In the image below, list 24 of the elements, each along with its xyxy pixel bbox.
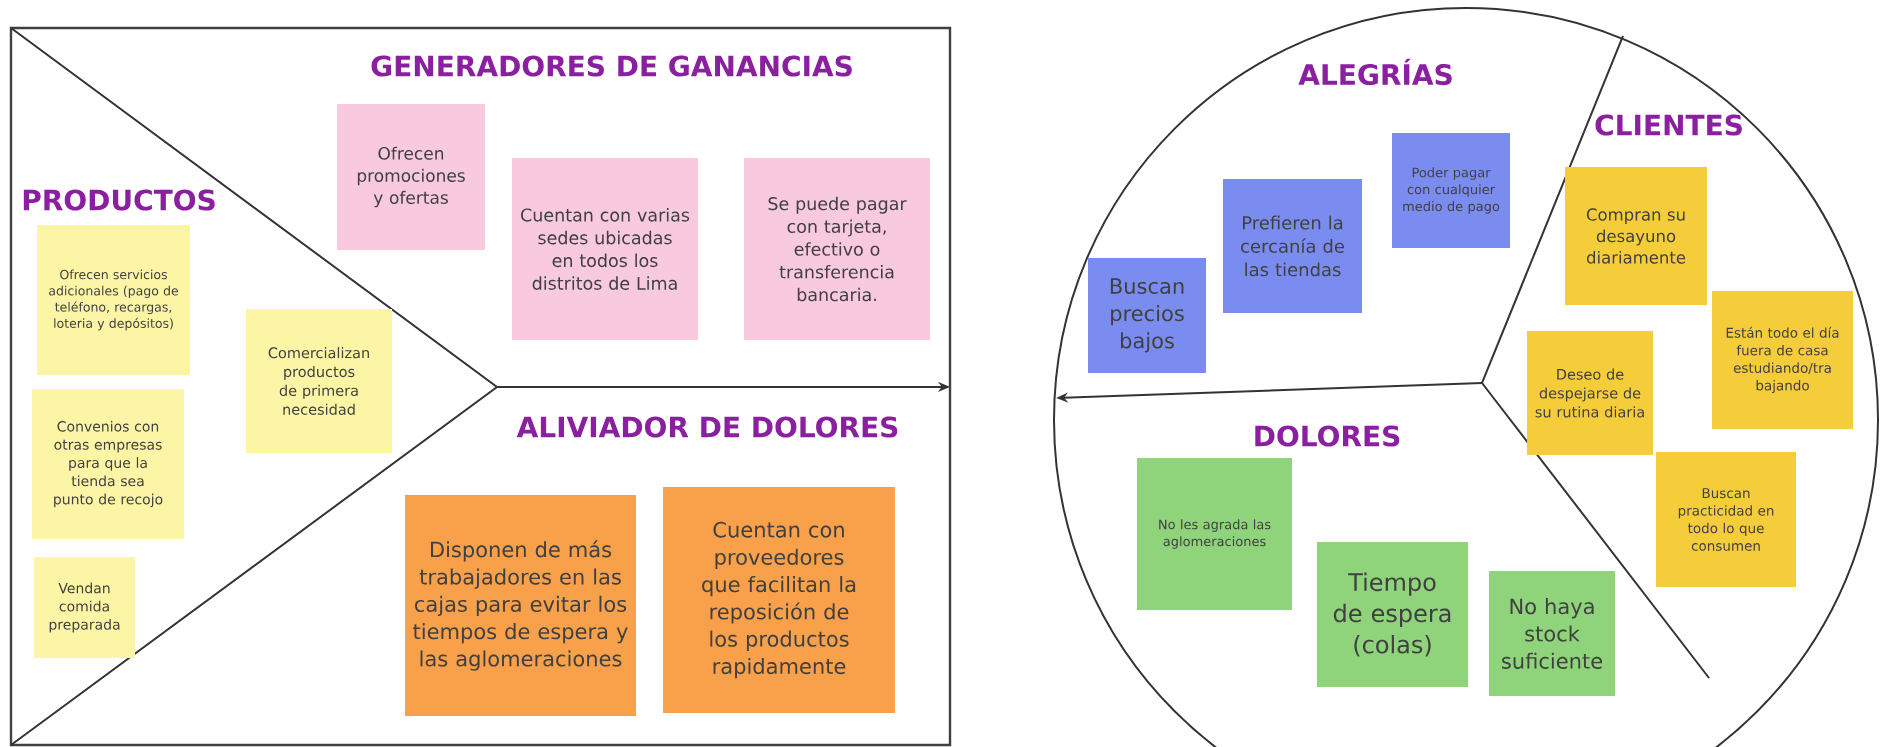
sticky-note: Disponen de más trabajadores en las cajas para evitar los tiempos de espera y las aglomeraciones [405,495,636,716]
sticky-note: Cuentan con proveedores que facilitan la reposición de los productos rapidamente [663,487,895,713]
sticky-note: Están todo el día fuera de casa estudiando/tra bajando [1712,291,1853,429]
sticky-note: Convenios con otras empresas para que la tienda sea punto de recojo [32,389,184,539]
sticky-note: No les agrada las aglomeraciones [1137,458,1292,610]
section-heading: CLIENTES [1595,114,1742,136]
section-heading: ALEGRÍAS [1298,58,1452,86]
sticky-note: Poder pagar con cualquier medio de pago [1392,133,1510,248]
sticky-note: Vendan comida preparada [34,557,135,658]
sticky-note: Tiempo de espera (colas) [1317,542,1468,687]
sticky-note: Se puede pagar con tarjeta, efectivo o transferencia bancaria. [744,158,930,340]
sticky-note: Buscan precios bajos [1088,258,1206,373]
sticky-note: Ofrecen promociones y ofertas [337,104,485,250]
section-heading: ALIVIADOR DE DOLORES [516,416,898,438]
sticky-note: Deseo de despejarse de su rutina diaria [1527,331,1653,455]
sticky-note: Buscan practicidad en todo lo que consumen [1656,452,1796,587]
sticky-note: No haya stock suficiente [1489,571,1615,696]
sticky-note: Comercializan productos de primera necesidad [246,309,392,453]
sticky-note: Compran su desayuno diariamente [1565,167,1707,305]
section-heading: DOLORES [1255,425,1400,447]
sticky-note: Ofrecen servicios adicionales (pago de teléfono, recargas, loteria y depósitos) [37,225,190,375]
section-heading: GENERADORES DE GANANCIAS [371,55,852,77]
sticky-note: Cuentan con varias sedes ubicadas en todos los distritos de Lima [512,158,698,340]
sticky-note: Prefieren la cercanía de las tiendas [1223,179,1362,313]
